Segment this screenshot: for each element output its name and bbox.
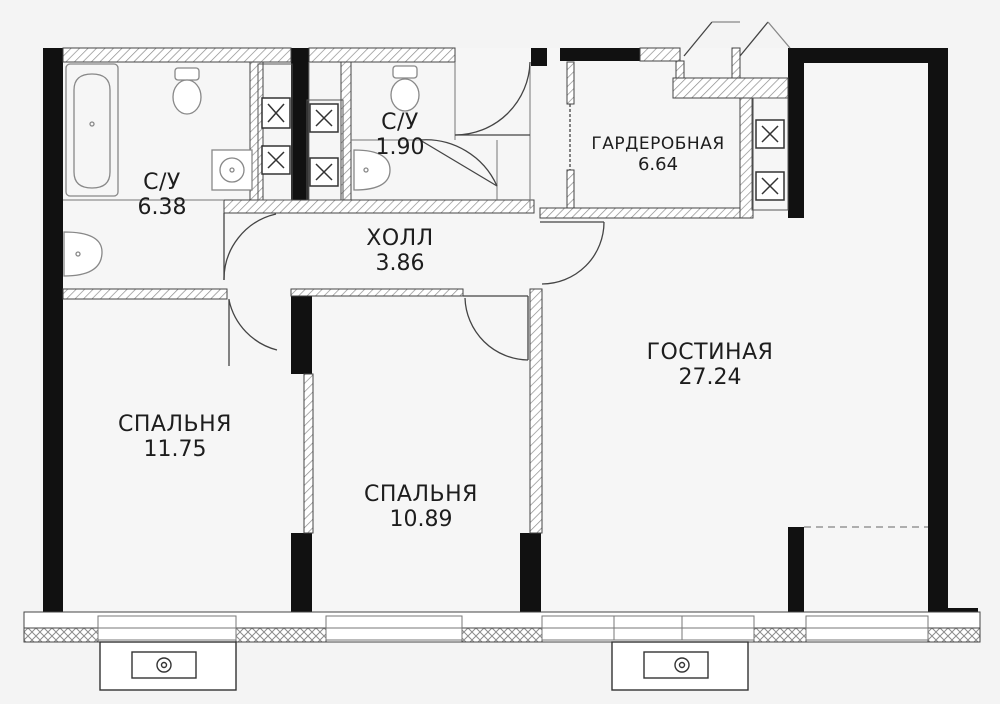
room-label-bathroom-small: С/У 1.90 [350,110,450,160]
room-area: 11.75 [143,437,207,462]
room-name: СПАЛЬНЯ [118,412,232,437]
room-name: ХОЛЛ [366,226,434,251]
doors [223,21,791,366]
bathtub-icon [65,63,119,197]
partition-walls [62,47,789,534]
wet-area-linework [63,62,531,208]
room-label-bedroom-left: СПАЛЬНЯ 11.75 [95,412,255,462]
room-area: 1.90 [375,135,425,160]
room-name: СПАЛЬНЯ [364,482,478,507]
ventilation-shaft-icon [261,97,785,201]
room-label-hall: ХОЛЛ 3.86 [340,226,460,276]
room-label-bedroom-middle: СПАЛЬНЯ 10.89 [341,482,501,532]
room-label-wardrobe: ГАРДЕРОБНАЯ 6.64 [568,134,748,175]
toilet-icon [172,65,420,115]
room-name: ГОСТИНАЯ [646,340,774,365]
room-area: 6.64 [637,154,679,175]
sink-icon [63,149,391,277]
room-name: ГАРДЕРОБНАЯ [591,134,725,154]
ventilation-shaft-frame [257,63,789,211]
room-label-living-room: ГОСТИНАЯ 27.24 [620,340,800,390]
room-area: 6.38 [137,195,187,220]
room-area: 3.86 [375,251,425,276]
facade-windows [23,611,981,643]
room-area: 27.24 [678,365,742,390]
load-bearing-walls [43,48,978,628]
room-name: С/У [381,110,419,135]
air-conditioner-icon [99,641,749,691]
room-label-bathroom-large: С/У 6.38 [112,170,212,220]
room-name: С/У [143,170,181,195]
room-area: 10.89 [389,507,453,532]
